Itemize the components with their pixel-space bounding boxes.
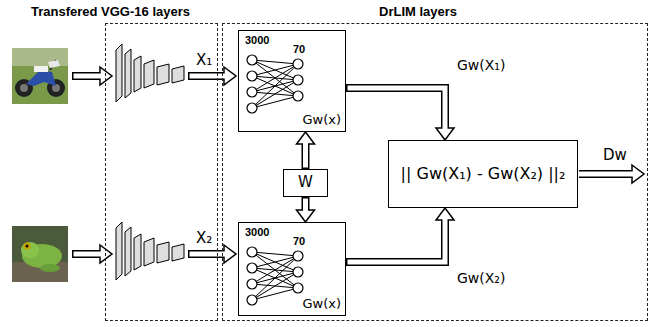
arrow-head xyxy=(297,132,315,144)
arrow-head xyxy=(436,128,454,140)
arrow-head xyxy=(224,67,236,85)
arrow-head xyxy=(100,67,112,85)
weight-box: W xyxy=(283,169,328,197)
network-drawing xyxy=(247,55,303,113)
function-label: Gᴡ(x) xyxy=(302,297,341,312)
bike-fender xyxy=(48,60,60,68)
bike-body xyxy=(26,70,56,86)
network-box: 3000 70Gᴡ(x) xyxy=(238,30,346,132)
arrow-shaft xyxy=(346,88,445,128)
arrow-shaft xyxy=(303,143,308,168)
arrow-head xyxy=(224,245,236,263)
frog-pupil xyxy=(26,245,29,248)
layer-size: 70 xyxy=(293,235,305,248)
arrow-shaft xyxy=(190,252,226,257)
photo-background xyxy=(12,226,68,282)
arrow-head xyxy=(436,208,454,220)
weight-label: W xyxy=(298,174,313,191)
frog-head xyxy=(21,242,39,258)
vgg-layers-icon xyxy=(116,44,184,102)
layer-size: 3000 xyxy=(245,226,269,239)
connector-arrow xyxy=(297,197,315,222)
edge-label: Gᴡ(X₂) xyxy=(455,270,507,286)
distance-box: || Gᴡ(X₁) - Gᴡ(X₂) ||₂ xyxy=(388,140,578,208)
edge-label: Gᴡ(X₁) xyxy=(455,57,507,73)
arrow-shaft xyxy=(346,220,445,262)
layer-size: 70 xyxy=(293,43,305,56)
frog-eye xyxy=(24,243,31,250)
signal-label: X₁ xyxy=(196,52,212,69)
arrow-head xyxy=(100,245,112,263)
signal-label: X₂ xyxy=(196,230,212,247)
region-box: DrLIM layers300070Gᴡ(x)W300070Gᴡ(x)|| Gᴡ… xyxy=(222,23,648,321)
connector-arrow xyxy=(346,88,454,140)
arrow-shaft xyxy=(579,172,634,177)
hollow-arrow xyxy=(72,245,112,263)
bike-seat xyxy=(34,66,48,72)
arrow-shaft xyxy=(348,88,446,130)
arrow-shaft xyxy=(190,74,226,79)
hollow-arrow xyxy=(188,67,236,85)
distance-formula: || Gᴡ(X₁) - Gᴡ(X₂) ||₂ xyxy=(401,165,566,183)
region-heading: DrLIM layers xyxy=(379,5,457,20)
arrow-shaft xyxy=(303,199,308,212)
layer-size: 3000 xyxy=(245,34,269,47)
arrow-head xyxy=(297,210,315,222)
connector-arrow xyxy=(346,208,454,262)
connector-arrow xyxy=(297,132,315,169)
arrow-shaft xyxy=(348,219,446,263)
wheel-hub xyxy=(20,84,28,92)
vgg-layers-icon xyxy=(116,222,184,280)
network-drawing xyxy=(247,247,303,305)
hollow-arrow xyxy=(188,245,236,263)
signal-label: Dᴡ xyxy=(603,147,627,164)
photo-ground xyxy=(12,48,68,104)
frog-leg xyxy=(40,264,60,272)
motorcycle-photo xyxy=(12,48,68,104)
wheel-hub xyxy=(52,84,60,92)
hollow-arrow xyxy=(579,165,644,183)
hollow-arrow xyxy=(72,67,112,85)
frog-photo xyxy=(12,226,68,282)
arrow-head xyxy=(632,165,644,183)
network-box: 3000 70Gᴡ(x) xyxy=(238,222,346,316)
arrow-shaft xyxy=(74,252,102,257)
arrow-shaft xyxy=(74,74,102,79)
region-heading: Transfered VGG-16 layers xyxy=(31,5,190,20)
function-label: Gᴡ(x) xyxy=(302,113,341,128)
photo-background xyxy=(12,48,68,66)
